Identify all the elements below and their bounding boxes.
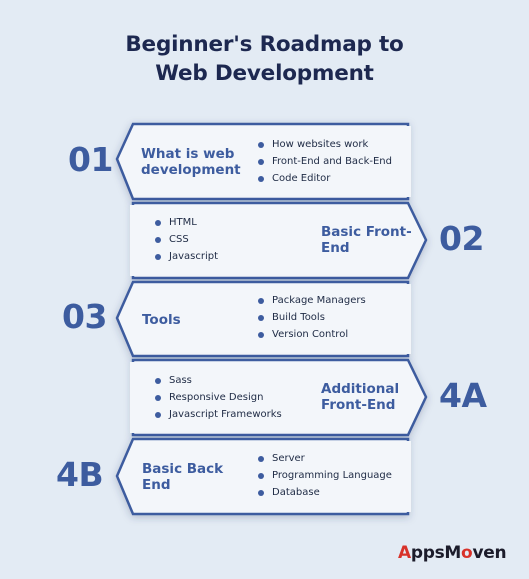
- step-02-heading-line-1: Basic Front-: [321, 224, 412, 240]
- step-01-heading: What is web development: [141, 146, 241, 178]
- step-03-list: Package Managers Build Tools Version Con…: [258, 292, 366, 343]
- logo-letter-o: o: [461, 543, 473, 563]
- step-03-heading: Tools: [142, 312, 181, 328]
- step-4b-list: Server Programming Language Database: [258, 450, 392, 501]
- list-item: Package Managers: [258, 292, 366, 309]
- list-item: How websites work: [258, 136, 392, 153]
- list-item: Database: [258, 484, 392, 501]
- step-02-heading-line-2: End: [321, 240, 350, 256]
- list-item: Server: [258, 450, 392, 467]
- page-title: Beginner's Roadmap to Web Development: [0, 30, 529, 88]
- step-4a-heading-line-2: Front-End: [321, 397, 396, 413]
- step-4b-heading-line-1: Basic Back: [142, 461, 224, 477]
- list-item: CSS: [155, 231, 218, 248]
- list-item: Sass: [155, 372, 282, 389]
- step-4a-number: 4A: [439, 376, 487, 415]
- step-4a-heading: Additional Front-End: [321, 381, 399, 413]
- list-item: Front-End and Back-End: [258, 153, 392, 170]
- list-item: Javascript Frameworks: [155, 406, 282, 423]
- step-4b-number: 4B: [56, 455, 104, 494]
- list-item: Responsive Design: [155, 389, 282, 406]
- step-02-list: HTML CSS Javascript: [155, 214, 218, 265]
- logo-letter-a: A: [398, 543, 411, 563]
- step-01-number: 01: [68, 140, 113, 179]
- step-01-list: How websites work Front-End and Back-End…: [258, 136, 392, 187]
- list-item: Programming Language: [258, 467, 392, 484]
- title-line-1: Beginner's Roadmap to: [125, 32, 404, 57]
- step-02-heading: Basic Front- End: [321, 224, 412, 256]
- step-01-heading-line-2: development: [141, 162, 241, 178]
- step-02-number: 02: [439, 219, 484, 258]
- logo-text-ven: ven: [472, 543, 507, 563]
- step-4b-heading: Basic Back End: [142, 461, 223, 493]
- list-item: Version Control: [258, 326, 366, 343]
- step-01-heading-line-1: What is web: [141, 146, 235, 162]
- appsmoven-logo: AppsMoven: [398, 543, 507, 563]
- title-line-2: Web Development: [155, 61, 374, 86]
- step-4a-list: Sass Responsive Design Javascript Framew…: [155, 372, 282, 423]
- list-item: HTML: [155, 214, 218, 231]
- step-4b-heading-line-2: End: [142, 477, 171, 493]
- list-item: Code Editor: [258, 170, 392, 187]
- list-item: Build Tools: [258, 309, 366, 326]
- step-4a-heading-line-1: Additional: [321, 381, 400, 397]
- logo-text-pps: pps: [410, 543, 445, 563]
- step-03-number: 03: [62, 297, 107, 336]
- logo-text-m: M: [444, 543, 462, 563]
- list-item: Javascript: [155, 248, 218, 265]
- step-03-heading-line-1: Tools: [142, 312, 181, 328]
